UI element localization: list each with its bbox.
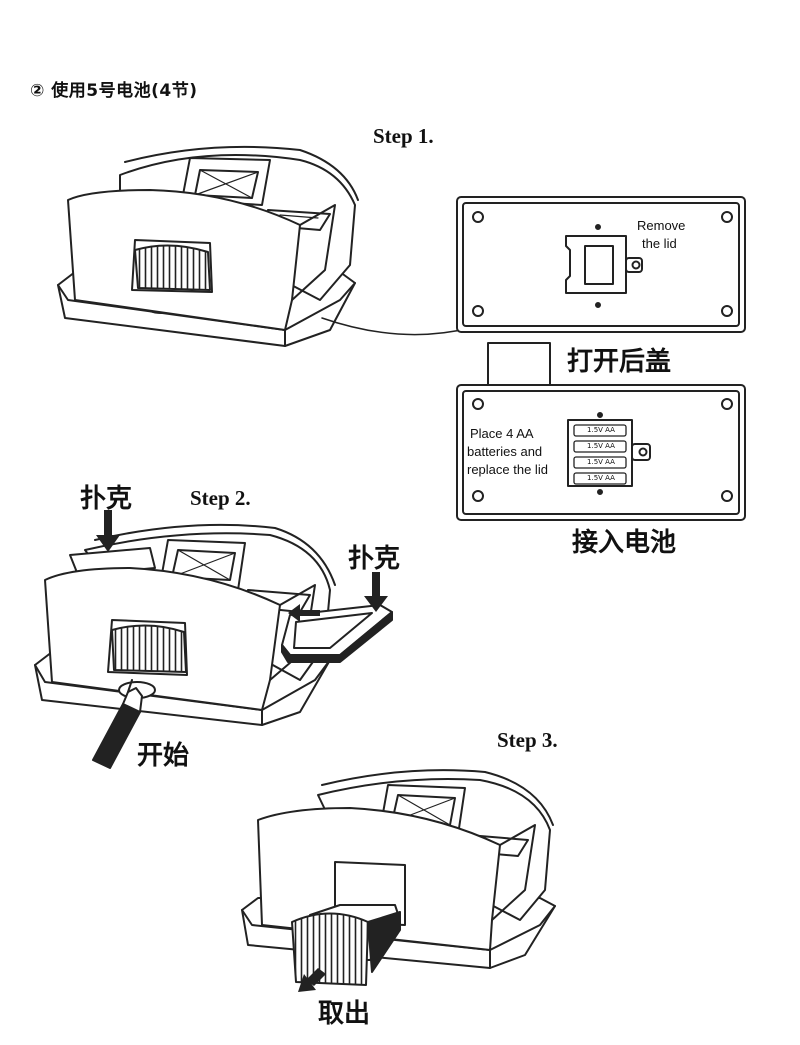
battery-label: 1.5V AA xyxy=(577,426,625,434)
remove-lid-line2: the lid xyxy=(642,235,677,252)
remove-lid-line1: Remove xyxy=(637,217,685,234)
cards-label-left: 扑克 xyxy=(80,478,132,515)
heading: ② 使用5号电池(4节) xyxy=(30,76,198,101)
open-lid-caption: 打开后盖 xyxy=(567,341,671,378)
step2-title: Step 2. xyxy=(190,486,251,511)
start-label: 开始 xyxy=(137,735,189,772)
place-batteries-line1: Place 4 AA xyxy=(470,425,534,442)
battery-label: 1.5V AA xyxy=(577,458,625,466)
panel-remove-lid xyxy=(457,197,745,332)
insert-batteries-caption: 接入电池 xyxy=(572,522,676,559)
shuffler-step2 xyxy=(35,525,392,725)
cards-label-right: 扑克 xyxy=(348,538,400,575)
place-batteries-line3: replace the lid xyxy=(467,461,548,478)
battery-label: 1.5V AA xyxy=(577,474,625,482)
connector-line xyxy=(322,318,470,335)
step3-title: Step 3. xyxy=(497,728,558,753)
take-out-label: 取出 xyxy=(318,993,370,1030)
shuffler-step1 xyxy=(58,147,358,346)
step1-title: Step 1. xyxy=(373,124,434,149)
battery-label: 1.5V AA xyxy=(577,442,625,450)
shuffler-step3 xyxy=(242,770,555,985)
place-batteries-line2: batteries and xyxy=(467,443,542,460)
